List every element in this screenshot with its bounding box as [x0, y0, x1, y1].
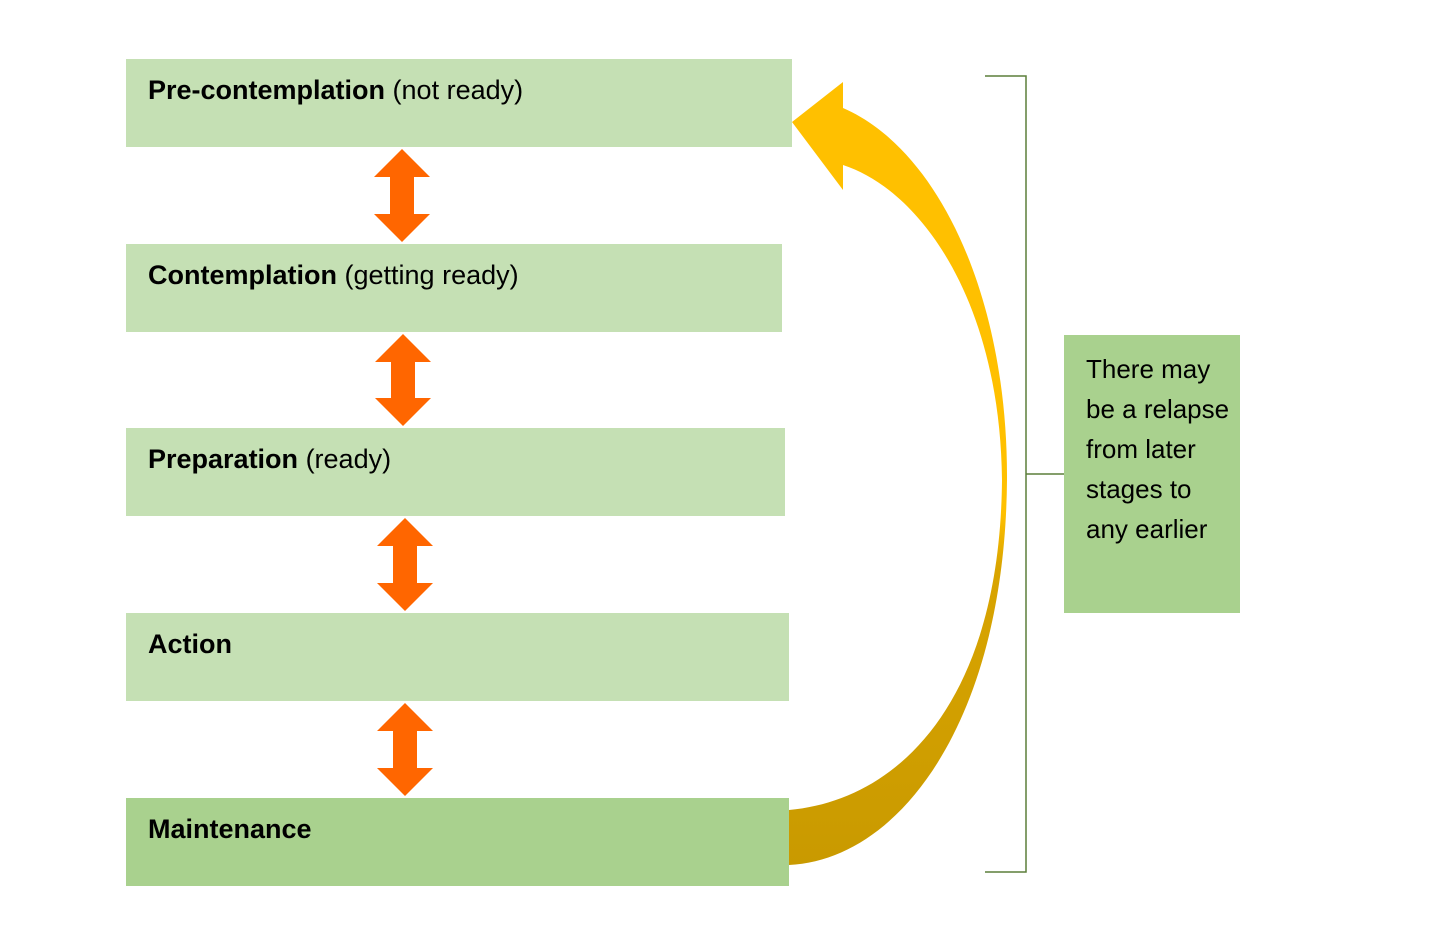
- stage-name: Pre-contemplation: [148, 75, 386, 105]
- stage-action: Action: [126, 613, 789, 701]
- stage-note: (getting ready): [344, 260, 519, 290]
- double-arrow: [374, 149, 430, 242]
- bracket: [985, 75, 1064, 873]
- stage-note: (ready): [305, 444, 392, 474]
- double-arrow: [377, 703, 433, 796]
- stage-name: Maintenance: [148, 814, 312, 844]
- stage-name: Action: [148, 629, 232, 659]
- relapse-arrow: [789, 82, 1008, 865]
- stage-contemplation: Contemplation (getting ready): [126, 244, 782, 332]
- relapse-note: There may be a relapse from later stages…: [1064, 335, 1240, 613]
- stage-note: (not ready): [392, 75, 524, 105]
- stage-name: Preparation: [148, 444, 299, 474]
- double-arrow: [377, 518, 433, 611]
- double-arrow: [375, 334, 431, 426]
- stage-pre-contemplation: Pre-contemplation (not ready): [126, 59, 792, 147]
- stage-name: Contemplation: [148, 260, 337, 290]
- stage-maintenance: Maintenance: [126, 798, 789, 886]
- stage-preparation: Preparation (ready): [126, 428, 785, 516]
